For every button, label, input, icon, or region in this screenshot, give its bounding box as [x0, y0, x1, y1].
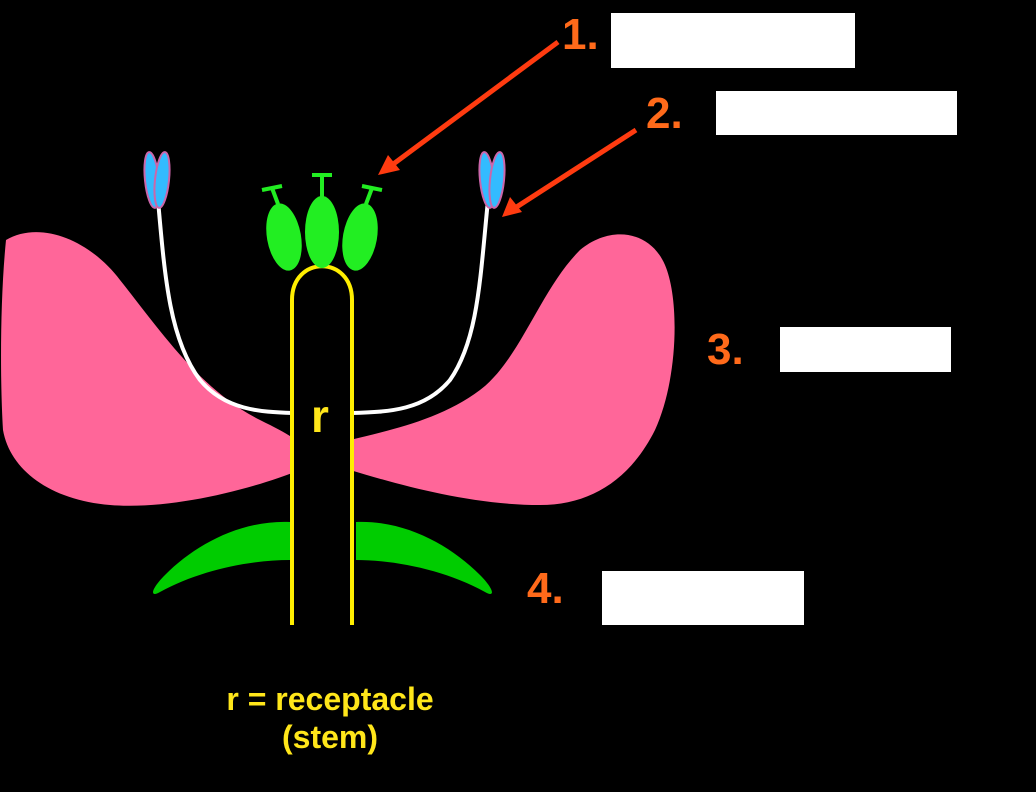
pistil-middle [305, 196, 339, 268]
caption-line-2: (stem) [281, 719, 378, 755]
pistils [261, 173, 383, 271]
label-number-1: 1. [562, 10, 599, 59]
answer-box-4[interactable] [602, 571, 804, 625]
pistil-right [342, 203, 378, 271]
petal-right [350, 234, 675, 505]
label-number-2: 2. [646, 89, 683, 138]
anther-left [143, 151, 171, 209]
petal-left [1, 232, 300, 506]
caption-line-1: r = receptacle [226, 681, 434, 717]
sepal-left [153, 521, 290, 595]
filament-right [351, 199, 490, 415]
anther-right [478, 151, 506, 209]
label-number-4: 4. [527, 564, 564, 613]
answer-box-2[interactable] [716, 91, 957, 135]
answer-box-3[interactable] [780, 327, 951, 372]
arrow-1 [378, 39, 560, 175]
filament-left [156, 199, 294, 415]
answer-box-1[interactable] [611, 13, 855, 68]
sepal-right [356, 521, 492, 595]
label-number-3: 3. [707, 325, 744, 374]
receptacle-letter: r [311, 390, 329, 442]
pistil-left [266, 203, 302, 271]
arrow-2 [502, 127, 638, 217]
receptacle [290, 264, 354, 625]
caption: r = receptacle (stem) [180, 680, 480, 756]
